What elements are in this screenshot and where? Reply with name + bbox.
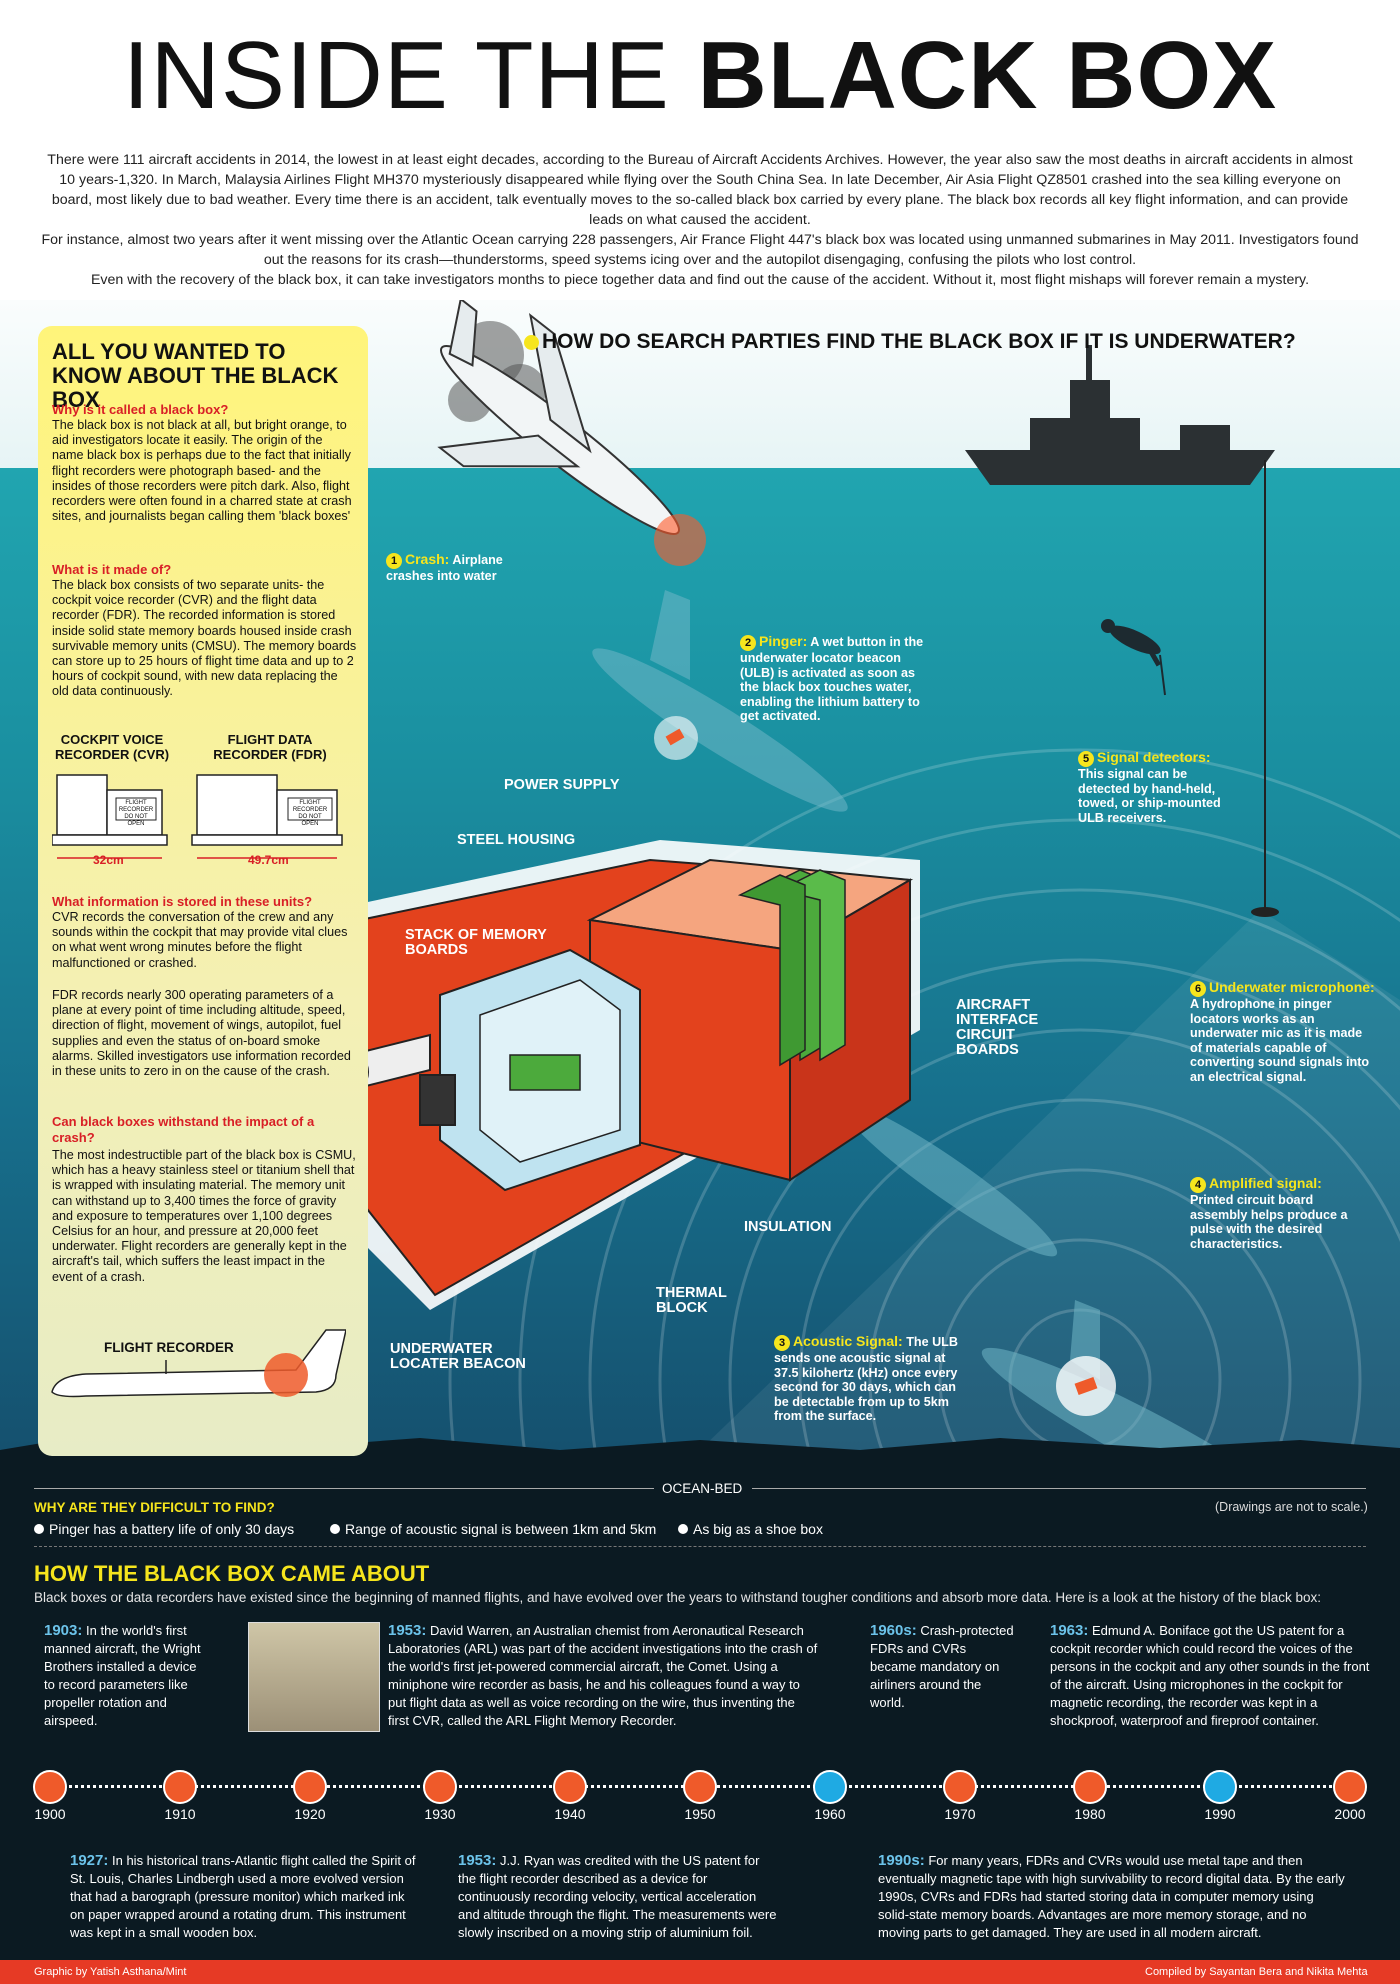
label-insulation: INSULATION	[744, 1219, 832, 1235]
search-section-title: HOW DO SEARCH PARTIES FIND THE BLACK BOX…	[542, 330, 1296, 353]
timeline-year: 1900	[34, 1806, 66, 1822]
graphic-credit: Graphic by Yatish Asthana/Mint	[34, 1966, 187, 1978]
timeline-year: 1910	[164, 1806, 196, 1822]
event-1990s: 1990s: For many years, FDRs and CVRs wou…	[878, 1852, 1345, 1940]
bullet-icon	[524, 335, 539, 350]
faq-question: Why is it called a black box?	[52, 402, 229, 417]
timeline-dot	[163, 1770, 197, 1804]
intro-text: There were 111 aircraft accidents in 201…	[40, 150, 1360, 290]
faq-answer: The black box is not black at all, but b…	[52, 418, 352, 524]
circuit-boards-icon	[737, 869, 846, 1067]
why-title: WHY ARE THEY DIFFICULT TO FIND?	[34, 1500, 275, 1515]
ocean-bed-band	[0, 1458, 1400, 1984]
timeline-dot	[943, 1770, 977, 1804]
ship-icon	[965, 345, 1275, 485]
why-item: Range of acoustic signal is between 1km …	[330, 1521, 656, 1537]
faq-panel	[38, 326, 368, 1456]
event-1960s: 1960s: Crash-protected FDRs and CVRs bec…	[870, 1622, 1014, 1710]
event-1963: 1963: Edmund A. Boniface got the US pate…	[1050, 1622, 1370, 1728]
divider	[34, 1488, 654, 1489]
label-steel-housing: STEEL HOUSING	[457, 832, 576, 848]
flight-recorder-label: FLIGHT RECORDER	[104, 1340, 234, 1355]
timeline-dot	[1203, 1770, 1237, 1804]
timeline-year: 1990	[1204, 1806, 1236, 1822]
divider	[34, 1546, 1366, 1547]
fdr-dimension: 49.7cm	[248, 853, 289, 867]
faq-question: What is it made of?	[52, 562, 172, 577]
why-item: As big as a shoe box	[678, 1521, 823, 1537]
faq-answer: CVR records the conversation of the crew…	[52, 910, 348, 970]
event-1953-ryan: 1953: J.J. Ryan was credited with the US…	[458, 1852, 777, 1940]
event-1953-warren: 1953: David Warren, an Australian chemis…	[388, 1622, 818, 1728]
timeline-year: 1980	[1074, 1806, 1106, 1822]
intro-paragraph: There were 111 aircraft accidents in 201…	[47, 152, 1353, 228]
recorder-photo	[248, 1622, 380, 1732]
label-power-supply: POWER SUPPLY	[504, 777, 620, 793]
timeline-dot	[683, 1770, 717, 1804]
faq-answer: The black box consists of two separate u…	[52, 578, 357, 699]
timeline-year: 1920	[294, 1806, 326, 1822]
label-memory-boards: STACK OF MEMORY BOARDS	[405, 927, 547, 958]
memory-boards-icon	[509, 1054, 581, 1091]
faq-answer: FDR records nearly 300 operating paramet…	[52, 988, 351, 1079]
timeline-year: 1940	[554, 1806, 586, 1822]
history-intro: Black boxes or data recorders have exist…	[34, 1590, 1322, 1605]
event-1927: 1927: In his historical trans-Atlantic f…	[70, 1852, 416, 1940]
timeline-dot	[1073, 1770, 1107, 1804]
timeline-dot	[553, 1770, 587, 1804]
page-title: INSIDE THE BLACK BOX	[122, 22, 1278, 129]
timeline-dot	[33, 1770, 67, 1804]
diver-icon	[1101, 619, 1161, 667]
footer-bar	[0, 1960, 1400, 1984]
divider	[752, 1488, 1366, 1489]
airplane-icon	[51, 1329, 346, 1398]
black-box-cutaway-illustration	[330, 840, 920, 1310]
drawings-note: (Drawings are not to scale.)	[1215, 1500, 1368, 1514]
timeline-year: 1950	[684, 1806, 716, 1822]
recorder-drawings	[52, 774, 343, 859]
history-title: HOW THE BLACK BOX CAME ABOUT	[34, 1561, 430, 1586]
timeline-year: 1960	[814, 1806, 846, 1822]
why-item: Pinger has a battery life of only 30 day…	[34, 1521, 294, 1537]
faq-question: Can black boxes withstand the impact of …	[52, 1114, 315, 1145]
header	[0, 0, 1400, 300]
faq-question: What information is stored in these unit…	[52, 894, 313, 909]
fdr-label: FLIGHT DATA RECORDER (FDR)	[213, 732, 327, 762]
falling-plane-icon	[437, 300, 680, 535]
ocean-bed-label: OCEAN-BED	[662, 1481, 743, 1496]
label-thermal-block: THERMAL BLOCK	[656, 1285, 727, 1316]
timeline-dot	[293, 1770, 327, 1804]
cvr-label: COCKPIT VOICE RECORDER (CVR)	[54, 732, 170, 762]
intro-paragraph: For instance, almost two years after it …	[41, 232, 1359, 268]
timeline-dot	[813, 1770, 847, 1804]
label-aircraft-interface: AIRCRAFT INTERFACE CIRCUIT BOARDS	[956, 997, 1039, 1058]
timeline-year: 2000	[1334, 1806, 1366, 1822]
timeline-dot	[423, 1770, 457, 1804]
beacon-icon	[419, 1074, 456, 1126]
event-1903: 1903: In the world's first manned aircra…	[44, 1622, 201, 1728]
faq-title: ALL YOU WANTED TO KNOW ABOUT THE BLACK B…	[52, 339, 339, 412]
timeline-dot	[1333, 1770, 1367, 1804]
label-underwater-beacon: UNDERWATER LOCATER BEACON	[390, 1341, 526, 1372]
timeline-year: 1970	[944, 1806, 976, 1822]
cvr-dimension: 32cm	[93, 853, 124, 867]
timeline-year: 1930	[424, 1806, 456, 1822]
faq-answer: The most indestructible part of the blac…	[52, 1148, 356, 1284]
intro-paragraph: Even with the recovery of the black box,…	[90, 272, 1310, 288]
compiled-credit: Compiled by Sayantan Bera and Nikita Meh…	[1145, 1966, 1368, 1978]
